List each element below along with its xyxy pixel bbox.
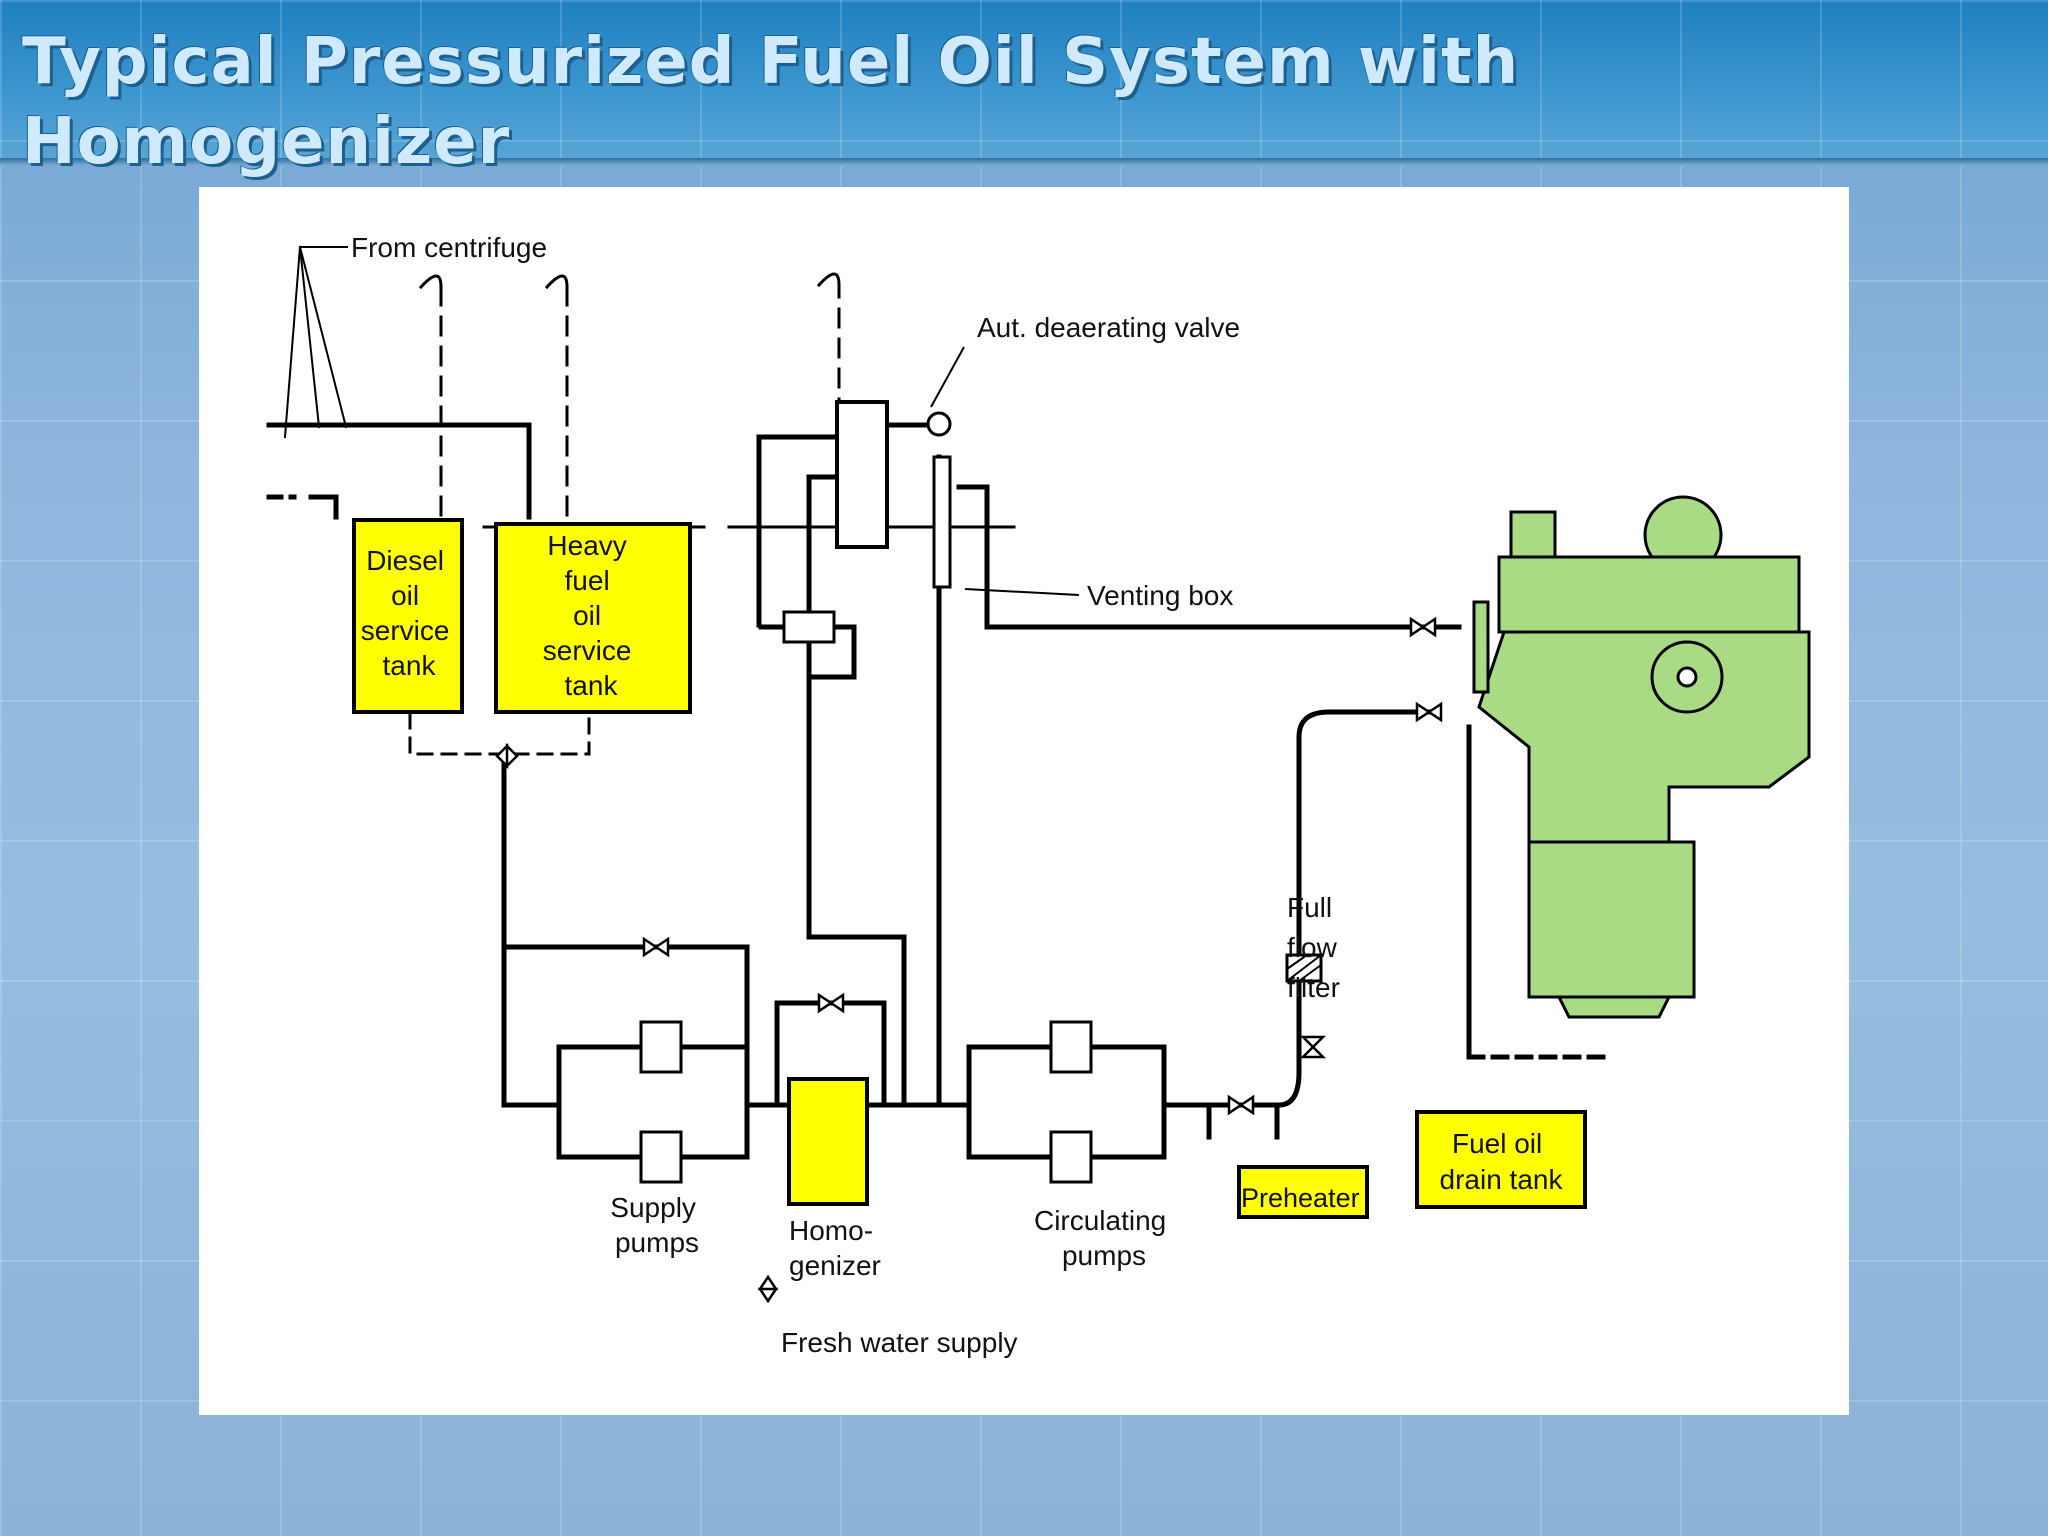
heavy-fuel-oil-service-tank — [494, 522, 692, 714]
valve-icon — [817, 992, 845, 1014]
label-fresh-water: Fresh water supply — [781, 1327, 1018, 1358]
fuel-oil-drain-tank — [1415, 1110, 1587, 1209]
label-venting-box: Venting box — [1087, 580, 1233, 611]
valve-icon — [1227, 1094, 1255, 1116]
label-deaerating-valve: Aut. deaerating valve — [977, 312, 1240, 343]
label-drain-tank: Fuel oil drain tank — [1440, 1128, 1564, 1195]
valve-icon — [1299, 1035, 1327, 1059]
supply-pump-icon — [639, 1130, 683, 1184]
deaerating-valve-icon — [926, 411, 952, 437]
label-homogenizer: Homo- genizer — [789, 1215, 881, 1281]
valve-icon — [757, 1274, 779, 1304]
label-supply-pumps: Supply pumps — [610, 1192, 703, 1258]
label-from-centrifuge: From centrifuge — [351, 232, 547, 263]
preheater-unit — [1237, 1165, 1369, 1219]
pump-icon — [782, 610, 836, 644]
homogenizer-unit — [787, 1077, 869, 1206]
valve-icon — [1415, 701, 1443, 723]
label-hfo-tank: Heavy fuel oil service tank — [543, 530, 639, 701]
valve-icon — [495, 742, 519, 770]
valve-icon — [642, 936, 670, 958]
supply-pump-icon — [639, 1020, 683, 1074]
diagram-panel: From centrifuge Aut. deaerating valve Ve… — [199, 187, 1849, 1415]
circulating-pump-icon — [1049, 1020, 1093, 1074]
header-rule — [0, 158, 2048, 166]
venting-pipe — [932, 455, 952, 589]
label-full-flow-filter: Full flow filter — [1287, 892, 1345, 1003]
circulating-pump-icon — [1049, 1130, 1093, 1184]
valve-icon — [1409, 616, 1437, 638]
page-title: Typical Pressurized Fuel Oil System with… — [22, 25, 1520, 179]
engine-illustration — [1472, 495, 1811, 1019]
label-diesel-tank: Diesel oil service tank — [361, 545, 457, 681]
label-circulating-pumps: Circulating pumps — [1034, 1205, 1174, 1271]
fuel-oil-system-diagram: From centrifuge Aut. deaerating valve Ve… — [266, 232, 1811, 1358]
label-preheater: Preheater — [1241, 1183, 1360, 1213]
venting-box-vessel — [835, 400, 889, 549]
title-band — [0, 0, 2048, 165]
diesel-oil-service-tank — [352, 518, 464, 714]
